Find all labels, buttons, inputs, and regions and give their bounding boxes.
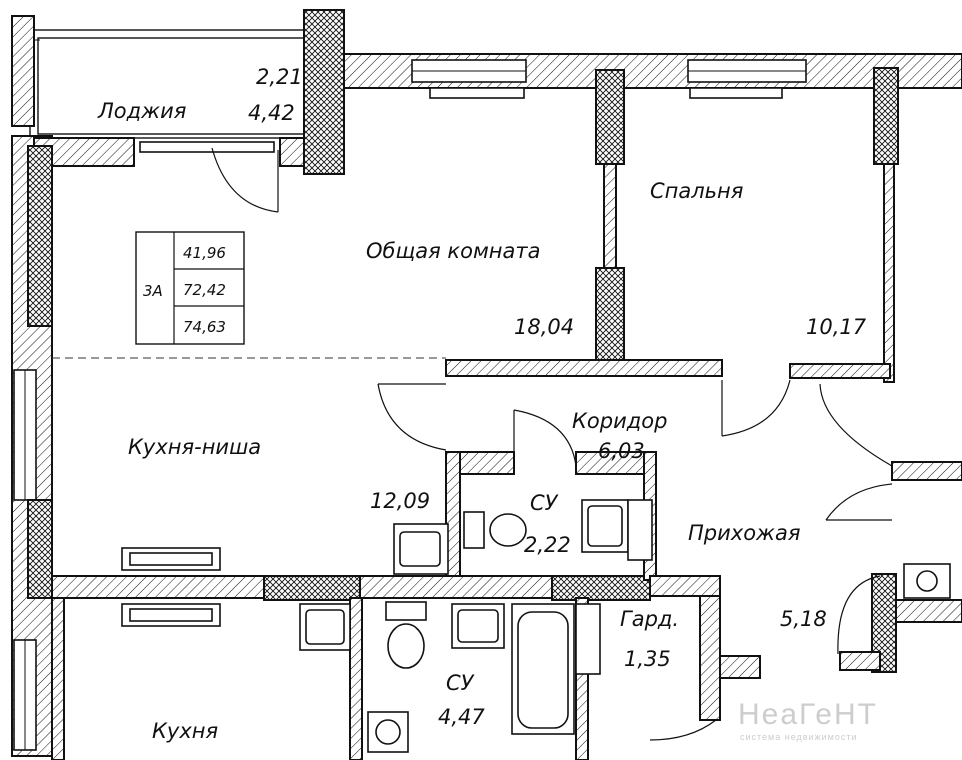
kitchen-niche-area: 12,09 [370, 489, 430, 513]
total-with-loggia-value: 74,63 [183, 318, 226, 336]
loggia-name: Лоджия [97, 99, 186, 123]
loggia-left-wall [11, 15, 35, 127]
kitchen-niche-name: Кухня-ниша [128, 435, 261, 459]
large-bath-area: 4,47 [438, 705, 485, 729]
hall-name: Прихожая [688, 521, 800, 545]
wardrobe-name: Гард. [620, 607, 679, 631]
column-kitchen-mid [263, 575, 361, 601]
corridor-area: 6,03 [598, 439, 645, 463]
bedroom-name: Спальня [650, 179, 743, 203]
living-area-value: 41,96 [183, 244, 226, 262]
loggia-area [11, 15, 313, 139]
column-bath-mid [551, 575, 651, 601]
column-bedroom-right [873, 67, 899, 165]
doors [211, 147, 893, 741]
summary-table: 3А 41,96 72,42 74,63 [135, 231, 245, 345]
column-partition-top [595, 69, 625, 165]
living-room-name: Общая комната [366, 239, 541, 263]
watermark-tagline: система недвижимости [740, 732, 857, 742]
column-left-upper [27, 145, 53, 327]
kitchen-name: Кухня [152, 719, 218, 743]
outer-walls [11, 53, 962, 757]
small-bath-area: 2,22 [524, 533, 571, 557]
column-loggia [303, 9, 345, 175]
living-room-area: 18,04 [514, 315, 574, 339]
partitions [51, 163, 962, 760]
room-labels: Лоджия 2,21 4,42 Общая комната 18,04 Спа… [97, 65, 867, 743]
total-area-value: 72,42 [183, 281, 226, 299]
corridor-name: Коридор [572, 409, 667, 433]
loggia-area-2: 4,42 [248, 101, 295, 125]
fixtures [121, 87, 951, 753]
small-bath-name: СУ [530, 491, 559, 515]
hall-area: 5,18 [780, 607, 827, 631]
wardrobe-area: 1,35 [624, 647, 671, 671]
bedroom-area: 10,17 [806, 315, 867, 339]
apartment-type: 3А [143, 282, 163, 300]
column-partition-mid [595, 267, 625, 365]
large-bath-name: СУ [446, 671, 475, 695]
loggia-area-1: 2,21 [256, 65, 303, 89]
watermark-brand: НеаГеНТ [738, 698, 878, 731]
watermark: НеаГеНТ система недвижимости [738, 698, 878, 742]
column-left-lower [27, 499, 53, 599]
